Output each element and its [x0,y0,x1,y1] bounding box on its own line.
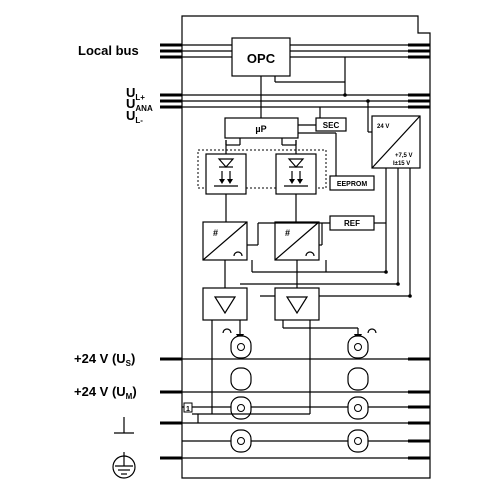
svg-text:1: 1 [186,406,190,413]
terminal-point-icon [230,396,252,420]
uana-label: UANA [126,96,153,113]
terminal-point-icon [230,429,252,453]
terminal-point-icon [347,396,369,420]
svg-text:+24 V (US): +24 V (US) [74,351,135,368]
amplifier-triangle-icon [202,287,248,321]
ref-label: REF [344,219,360,228]
ul-minus-label: UL- [126,108,143,125]
supply-bus-lines [160,93,430,109]
svg-text:+24 V (UM): +24 V (UM) [74,384,137,401]
optocoupler-icon [275,140,317,195]
svg-text:UL-: UL- [126,108,143,125]
sec-label: SEC [323,121,340,130]
eeprom-label: EEPROM [337,181,368,188]
converter-block: # [274,221,320,261]
module-housing [181,15,431,479]
sec-block [315,117,347,132]
terminal-point-icon [347,335,369,359]
ul-plus-label: UL+ [126,85,145,102]
svg-text:UL+: UL+ [126,85,145,102]
field-supply-rails [160,357,430,460]
svg-text:#: # [285,228,290,238]
terminal-point-icon [230,367,252,391]
ground-icon [114,417,134,434]
opc-block [231,37,291,77]
us-supply-label: +24 V (US) [74,351,135,368]
converter-block: # [202,221,248,261]
microprocessor-block [224,117,299,139]
protective-earth-icon [112,452,136,479]
functional-earth-badge [183,402,193,413]
svg-text:UANA: UANA [126,96,153,113]
local-bus-lines [160,43,430,59]
svg-text:#: # [213,228,218,238]
opc-label: OPC [247,51,276,66]
terminal-point-icon [347,367,369,391]
local-bus-label: Local bus [78,43,139,58]
amplifier-triangle-icon [274,287,320,321]
optocoupler-icon [205,140,247,195]
eeprom-block [329,175,375,191]
psu-output1-label: +7,5 V [395,153,413,159]
isolated-section-frame [197,149,327,189]
terminal-point-icon [230,335,252,359]
psu-output2-label: I±15 V [393,161,410,167]
psu-input-label: 24 V [377,124,389,130]
microprocessor-label: µP [255,124,266,134]
terminal-point-icon [347,429,369,453]
um-supply-label: +24 V (UM) [74,384,137,401]
